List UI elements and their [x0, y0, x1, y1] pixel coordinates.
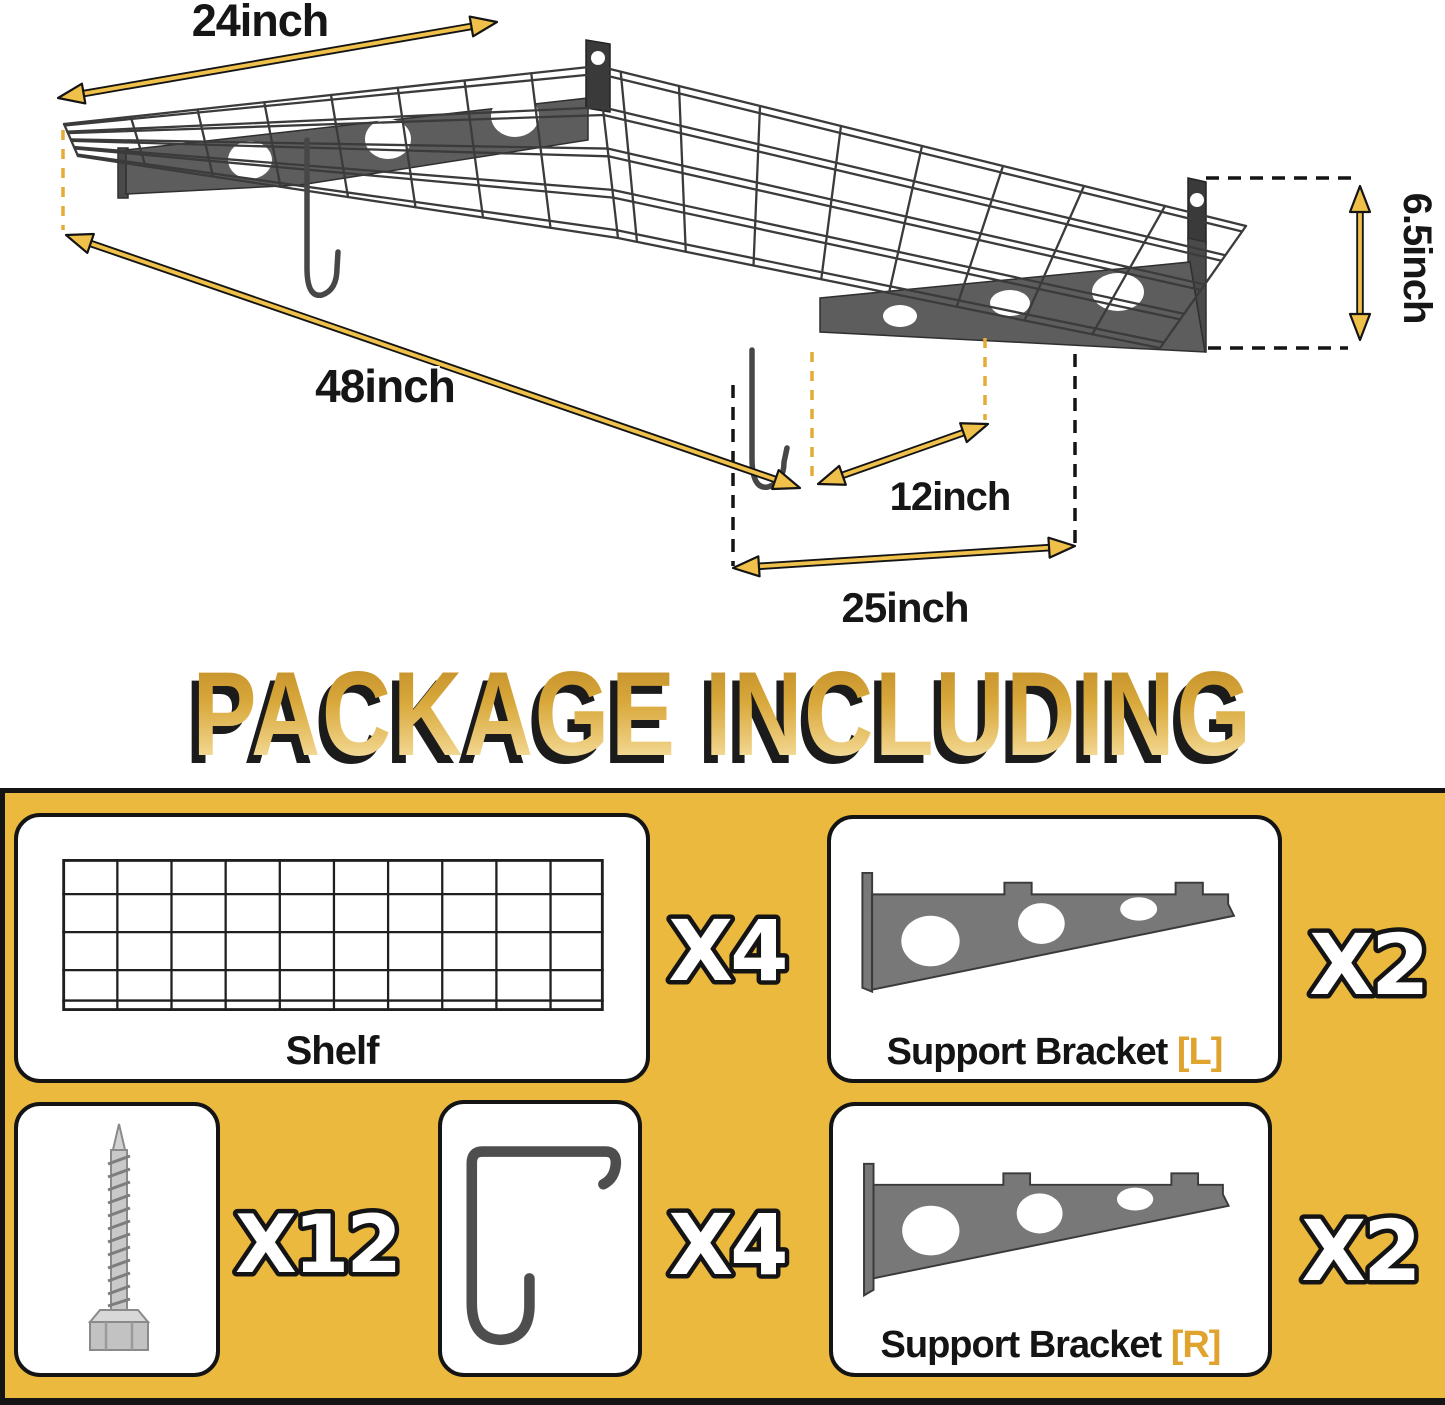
package-item-card-shelf: Shelf [14, 813, 650, 1083]
shelf-grid-icon [62, 859, 604, 1011]
wire-shelf-dimension-diagram: 24inch 48inch 12inch 25inch 6.5inch [56, 0, 1442, 634]
dim-label-shelf-length: 48inch [315, 360, 455, 412]
shelf-label: Shelf [18, 1029, 646, 1074]
wall-mount-tab-icon [585, 39, 611, 113]
bracket-left-label-text: Support Bracket [886, 1031, 1169, 1073]
count-badge-bracket-right: X2 [1297, 1198, 1426, 1305]
wire-grid-shelf-illustration [62, 64, 1248, 350]
count-hook-text: X4 [668, 1196, 785, 1294]
package-item-card-bracket-left: Support Bracket [L] [827, 815, 1282, 1083]
count-badge-screw: X12 [230, 1194, 406, 1296]
count-screw-text: X12 [235, 1198, 399, 1291]
screw-icon [87, 1123, 151, 1351]
count-badge-bracket-left: X2 [1305, 912, 1434, 1019]
dim-label-bracket-span: 25inch [841, 584, 968, 631]
count-badge-shelf: X4 [664, 898, 793, 1005]
dim-label-hook-offset: 12inch [890, 475, 1011, 519]
dimension-arrows [56, 15, 1372, 578]
shelf-label-text: Shelf [285, 1029, 380, 1073]
section-title: PACKAGE INCLUDING PACKAGE INCLUDING [145, 648, 1301, 788]
count-badge-hook: X4 [664, 1192, 793, 1299]
dim-label-shelf-depth: 24inch [192, 0, 329, 46]
bracket-right-variant: [R] [1170, 1324, 1222, 1366]
bracket-right-label-text: Support Bracket [880, 1324, 1163, 1366]
count-shelf-text: X4 [668, 902, 785, 1000]
section-title-shadow: PACKAGE INCLUDING [137, 656, 1293, 788]
count-bracket-left-text: X2 [1309, 916, 1426, 1014]
package-item-card-hook [438, 1100, 642, 1377]
support-bracket-l-icon [861, 871, 1236, 994]
hook-icon [466, 1146, 622, 1346]
support-bracket-r-icon [863, 1162, 1231, 1298]
bracket-left-label: Support Bracket [L] [831, 1031, 1278, 1074]
dim-label-bracket-height: 6.5inch [1395, 193, 1439, 324]
bracket-left-variant: [L] [1176, 1031, 1224, 1073]
section-title-text: PACKAGE INCLUDING [145, 648, 1301, 780]
package-item-card-bracket-right: Support Bracket [R] [829, 1102, 1272, 1377]
bracket-right-label: Support Bracket [R] [833, 1324, 1268, 1367]
dimension-labels: 24inch 48inch 12inch 25inch 6.5inch [189, 0, 1441, 634]
dashed-guides [61, 130, 1352, 566]
count-bracket-right-text: X2 [1301, 1202, 1418, 1300]
package-item-card-screw [14, 1102, 220, 1377]
support-bracket-illustration-left [117, 95, 589, 199]
